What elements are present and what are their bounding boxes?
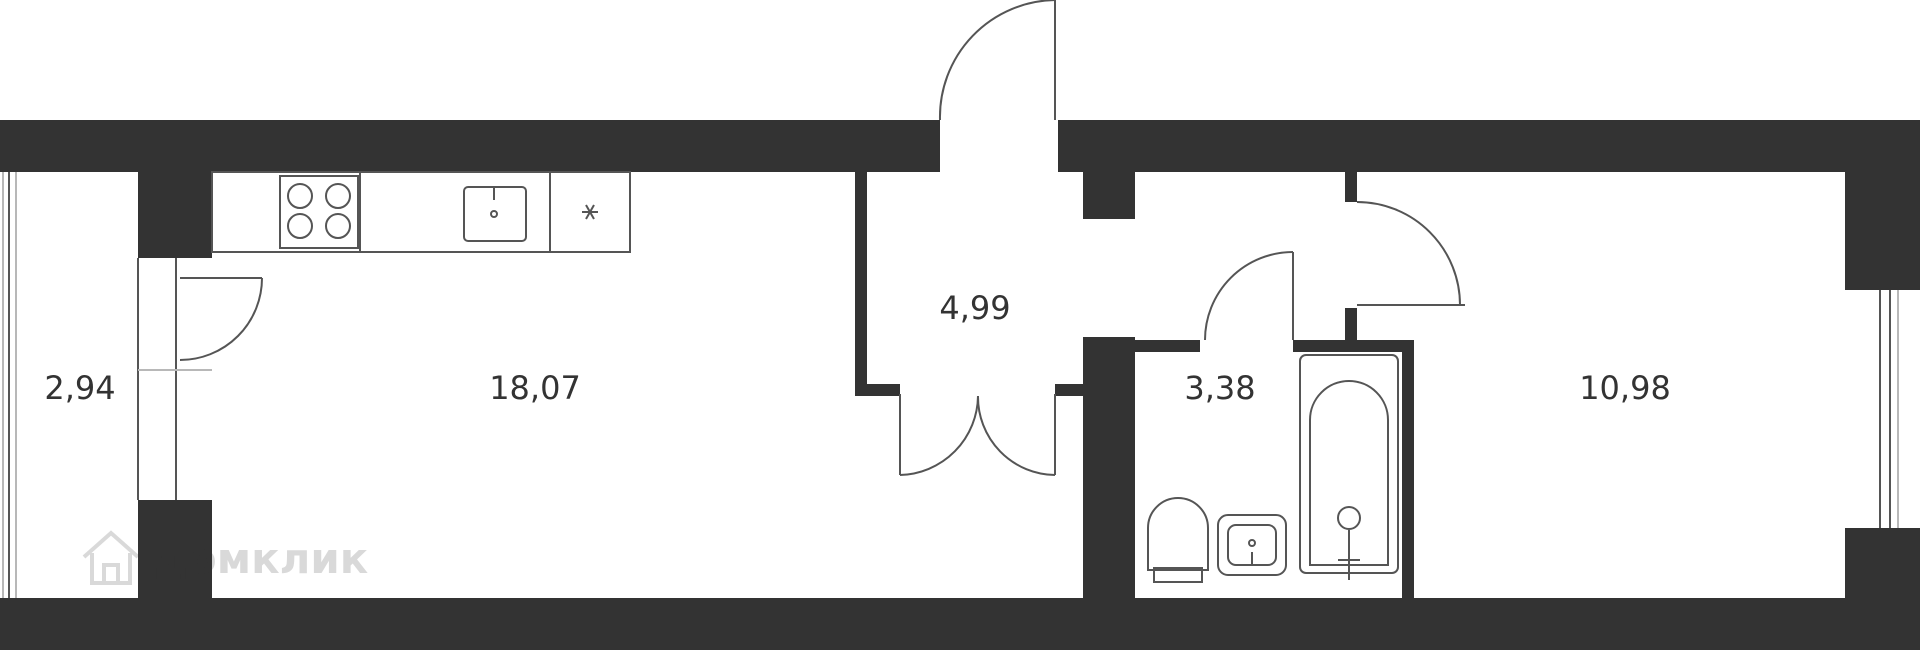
right-wall-upper xyxy=(1845,172,1920,290)
stove-burner-icon xyxy=(325,183,351,209)
top-wall-left xyxy=(0,120,940,172)
stove-burner-icon xyxy=(287,183,313,209)
stove-burner-icon xyxy=(325,213,351,239)
bedroom-door xyxy=(1356,201,1465,306)
bedroom-area-label: 10,98 xyxy=(1579,369,1671,407)
watermark: домклик xyxy=(80,527,368,589)
kitchen-counter xyxy=(211,171,631,253)
bedroom-window xyxy=(1879,290,1899,528)
bedroom-wall-upper xyxy=(1345,172,1357,202)
bathroom-fixtures xyxy=(1147,354,1399,583)
balcony-glazing xyxy=(2,172,212,598)
stove xyxy=(279,175,359,249)
entrance-door xyxy=(938,0,1056,121)
washbasin-icon xyxy=(1217,514,1287,576)
balcony-door xyxy=(179,277,263,361)
right-wall-lower xyxy=(1845,528,1920,598)
kitchen-double-door xyxy=(899,394,1056,476)
hall-left-stub xyxy=(855,384,900,396)
bath-column-upper xyxy=(1083,172,1135,219)
walls xyxy=(0,120,1920,650)
bottom-wall xyxy=(0,598,1920,650)
hall-left-wall xyxy=(855,172,867,394)
balcony-divider-upper xyxy=(138,172,212,258)
hallway-area-label: 4,99 xyxy=(939,289,1011,327)
bath-right-wall xyxy=(1402,340,1414,598)
house-logo-icon xyxy=(82,530,140,585)
bedroom-wall-mid xyxy=(1345,308,1357,352)
toilet-icon xyxy=(1147,497,1209,583)
bath-top-wall xyxy=(1135,340,1200,352)
bathroom-door xyxy=(1204,251,1294,341)
balcony-area-label: 2,94 xyxy=(44,369,116,407)
top-wall-right xyxy=(1058,120,1920,172)
balcony-divider-lower xyxy=(138,500,212,598)
counter-top xyxy=(211,171,631,253)
kitchen-living-area-label: 18,07 xyxy=(489,369,581,407)
bathroom-area-label: 3,38 xyxy=(1184,369,1256,407)
bath-column-lower xyxy=(1083,337,1135,598)
fridge-snowflake-icon xyxy=(582,204,598,220)
stove-burner-icon xyxy=(287,213,313,239)
watermark-text: домклик xyxy=(154,533,369,583)
hall-right-stub xyxy=(1055,384,1085,396)
